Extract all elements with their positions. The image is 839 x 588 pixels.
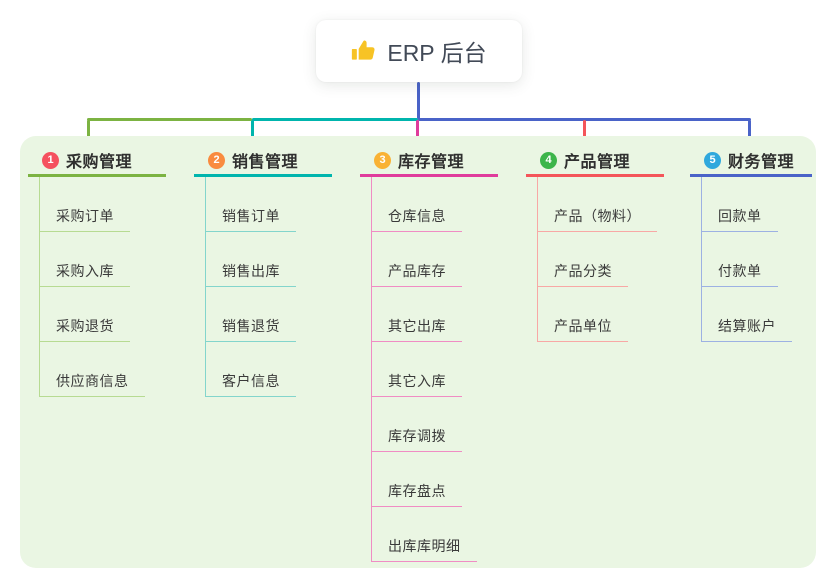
branch-title: 销售管理 — [232, 154, 299, 171]
branch-title: 财务管理 — [728, 154, 795, 171]
item-node[interactable]: 客户信息 — [206, 342, 296, 397]
branch-node-inventory[interactable]: 3 库存管理 — [360, 146, 498, 177]
branch-items-purchase: 采购订单 采购入库 采购退货 供应商信息 — [39, 177, 188, 397]
root-stem-line — [417, 82, 420, 119]
branch-node-product[interactable]: 4 产品管理 — [526, 146, 664, 177]
branch-column-inventory: 3 库存管理 仓库信息 产品库存 其它出库 其它入库 库存调拨 库存盘点 出库库… — [360, 146, 520, 562]
item-node[interactable]: 供应商信息 — [40, 342, 145, 397]
connector-horizontal-branch-2 — [252, 118, 418, 121]
badge-number-5: 5 — [704, 151, 721, 169]
item-node[interactable]: 仓库信息 — [372, 177, 462, 232]
item-node[interactable]: 采购订单 — [40, 177, 130, 232]
thumbs-up-icon — [351, 38, 377, 64]
item-node[interactable]: 销售订单 — [206, 177, 296, 232]
connector-drop-branch-1 — [87, 120, 90, 146]
branch-items-product: 产品（物料） 产品分类 产品单位 — [537, 177, 686, 342]
badge-number-1: 1 — [42, 151, 59, 169]
branch-items-finance: 回款单 付款单 结算账户 — [701, 177, 839, 342]
item-node[interactable]: 库存调拨 — [372, 397, 462, 452]
badge-number-3: 3 — [374, 151, 391, 169]
item-node[interactable]: 库存盘点 — [372, 452, 462, 507]
branch-items-inventory: 仓库信息 产品库存 其它出库 其它入库 库存调拨 库存盘点 出库库明细 — [371, 177, 520, 562]
item-node[interactable]: 销售退货 — [206, 287, 296, 342]
item-node[interactable]: 其它出库 — [372, 287, 462, 342]
connector-horizontal-branch-5 — [418, 118, 751, 121]
root-node-label: ERP 后台 — [387, 40, 487, 66]
connector-horizontal-branch-1 — [87, 118, 252, 121]
item-node[interactable]: 销售出库 — [206, 232, 296, 287]
connector-drop-branch-3 — [416, 120, 419, 146]
root-node-erp[interactable]: ERP 后台 — [316, 20, 522, 82]
branch-node-purchase[interactable]: 1 采购管理 — [28, 146, 166, 177]
branch-column-sales: 2 销售管理 销售订单 销售出库 销售退货 客户信息 — [194, 146, 354, 397]
item-node[interactable]: 产品库存 — [372, 232, 462, 287]
item-node[interactable]: 出库库明细 — [372, 507, 477, 562]
branch-title: 库存管理 — [398, 154, 465, 171]
branch-items-sales: 销售订单 销售出库 销售退货 客户信息 — [205, 177, 354, 397]
connector-drop-branch-5 — [748, 120, 751, 146]
connector-drop-branch-2 — [251, 120, 254, 146]
branch-column-purchase: 1 采购管理 采购订单 采购入库 采购退货 供应商信息 — [28, 146, 188, 397]
item-node[interactable]: 付款单 — [702, 232, 778, 287]
branch-node-finance[interactable]: 5 财务管理 — [690, 146, 812, 177]
branch-column-product: 4 产品管理 产品（物料） 产品分类 产品单位 — [526, 146, 686, 342]
item-node[interactable]: 回款单 — [702, 177, 778, 232]
item-node[interactable]: 结算账户 — [702, 287, 792, 342]
item-node[interactable]: 其它入库 — [372, 342, 462, 397]
branches-panel — [20, 136, 816, 568]
badge-number-2: 2 — [208, 151, 225, 169]
item-node[interactable]: 产品单位 — [538, 287, 628, 342]
item-node[interactable]: 采购退货 — [40, 287, 130, 342]
item-node[interactable]: 产品（物料） — [538, 177, 657, 232]
item-node[interactable]: 采购入库 — [40, 232, 130, 287]
connector-drop-branch-4 — [583, 120, 586, 146]
branch-node-sales[interactable]: 2 销售管理 — [194, 146, 332, 177]
item-node[interactable]: 产品分类 — [538, 232, 628, 287]
badge-number-4: 4 — [540, 151, 557, 169]
branch-title: 采购管理 — [66, 154, 133, 171]
branch-title: 产品管理 — [564, 154, 631, 171]
branch-column-finance: 5 财务管理 回款单 付款单 结算账户 — [690, 146, 839, 342]
